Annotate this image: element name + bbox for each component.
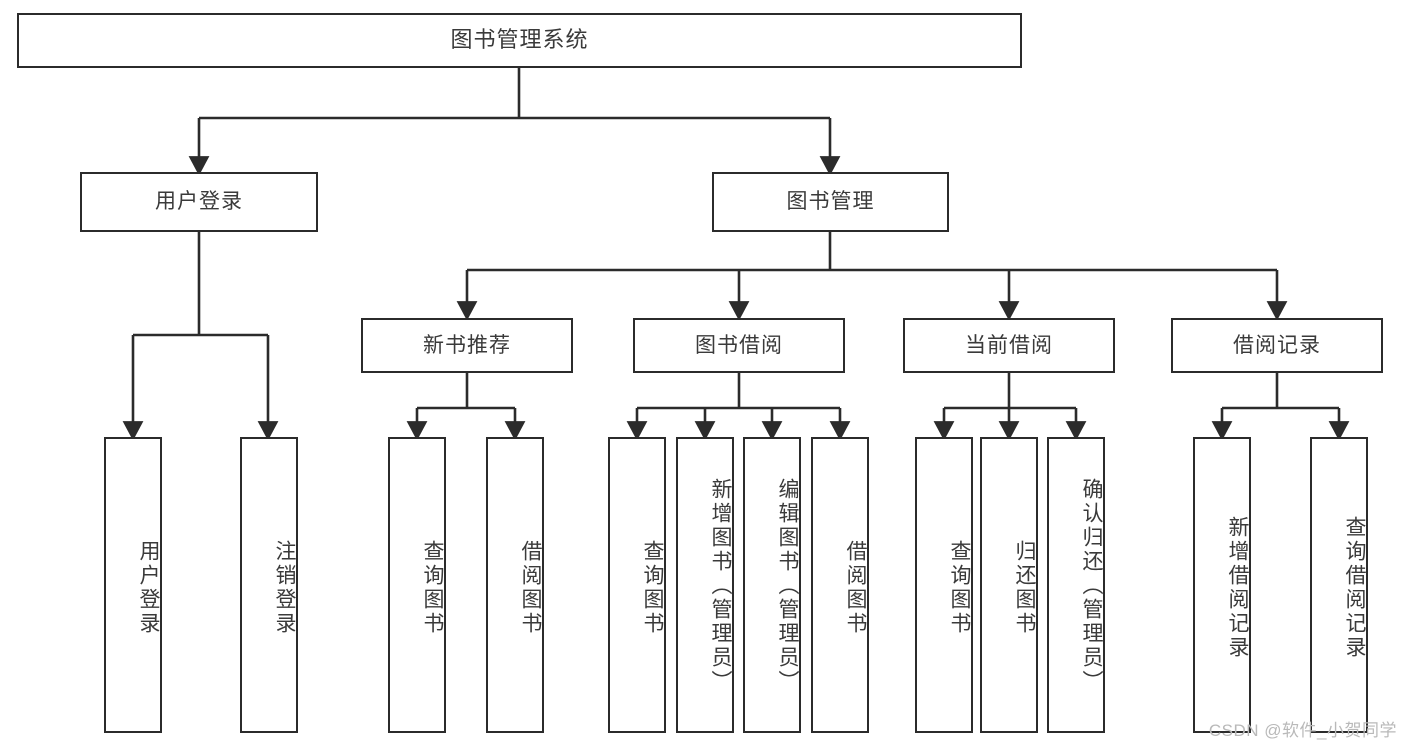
node-current-borrow[interactable]: 当前借阅	[903, 318, 1115, 373]
leaf-label: 查询借阅记录	[1343, 516, 1366, 660]
leaf-book-borrow-borrow-book[interactable]: 借阅图书	[811, 437, 869, 733]
node-new-book-recommend[interactable]: 新书推荐	[361, 318, 573, 373]
node-book-borrow[interactable]: 图书借阅	[633, 318, 845, 373]
leaf-book-borrow-query-book[interactable]: 查询图书	[608, 437, 666, 733]
leaf-user-login-login[interactable]: 用户登录	[104, 437, 162, 733]
leaf-label: 查询图书	[421, 540, 444, 636]
leaf-borrow-record-add-record[interactable]: 新增借阅记录	[1193, 437, 1251, 733]
leaf-label: 确认归还（管理员）	[1080, 478, 1103, 694]
leaf-label: 注销登录	[273, 540, 296, 636]
leaf-label: 用户登录	[137, 540, 160, 636]
leaf-label: 归还图书	[1013, 540, 1036, 636]
leaf-borrow-record-query-record[interactable]: 查询借阅记录	[1310, 437, 1368, 733]
leaf-label: 借阅图书	[844, 540, 867, 636]
csdn-watermark: CSDN @软件_小贺同学	[1208, 721, 1397, 740]
leaf-new-book-query-book[interactable]: 查询图书	[388, 437, 446, 733]
leaf-book-borrow-add-book-admin[interactable]: 新增图书（管理员）	[676, 437, 734, 733]
leaf-current-borrow-confirm-return-admin[interactable]: 确认归还（管理员）	[1047, 437, 1105, 733]
leaf-user-login-logout[interactable]: 注销登录	[240, 437, 298, 733]
leaf-label: 借阅图书	[519, 540, 542, 636]
leaf-new-book-borrow-book[interactable]: 借阅图书	[486, 437, 544, 733]
leaf-current-borrow-query-book[interactable]: 查询图书	[915, 437, 973, 733]
leaf-label: 新增借阅记录	[1226, 516, 1249, 660]
node-user-login[interactable]: 用户登录	[80, 172, 318, 232]
leaf-label: 新增图书（管理员）	[709, 478, 732, 694]
node-borrow-record[interactable]: 借阅记录	[1171, 318, 1383, 373]
node-root-system[interactable]: 图书管理系统	[17, 13, 1022, 68]
leaf-label: 编辑图书（管理员）	[776, 478, 799, 694]
leaf-book-borrow-edit-book-admin[interactable]: 编辑图书（管理员）	[743, 437, 801, 733]
leaf-current-borrow-return-book[interactable]: 归还图书	[980, 437, 1038, 733]
leaf-label: 查询图书	[641, 540, 664, 636]
leaf-label: 查询图书	[948, 540, 971, 636]
node-book-management[interactable]: 图书管理	[712, 172, 949, 232]
